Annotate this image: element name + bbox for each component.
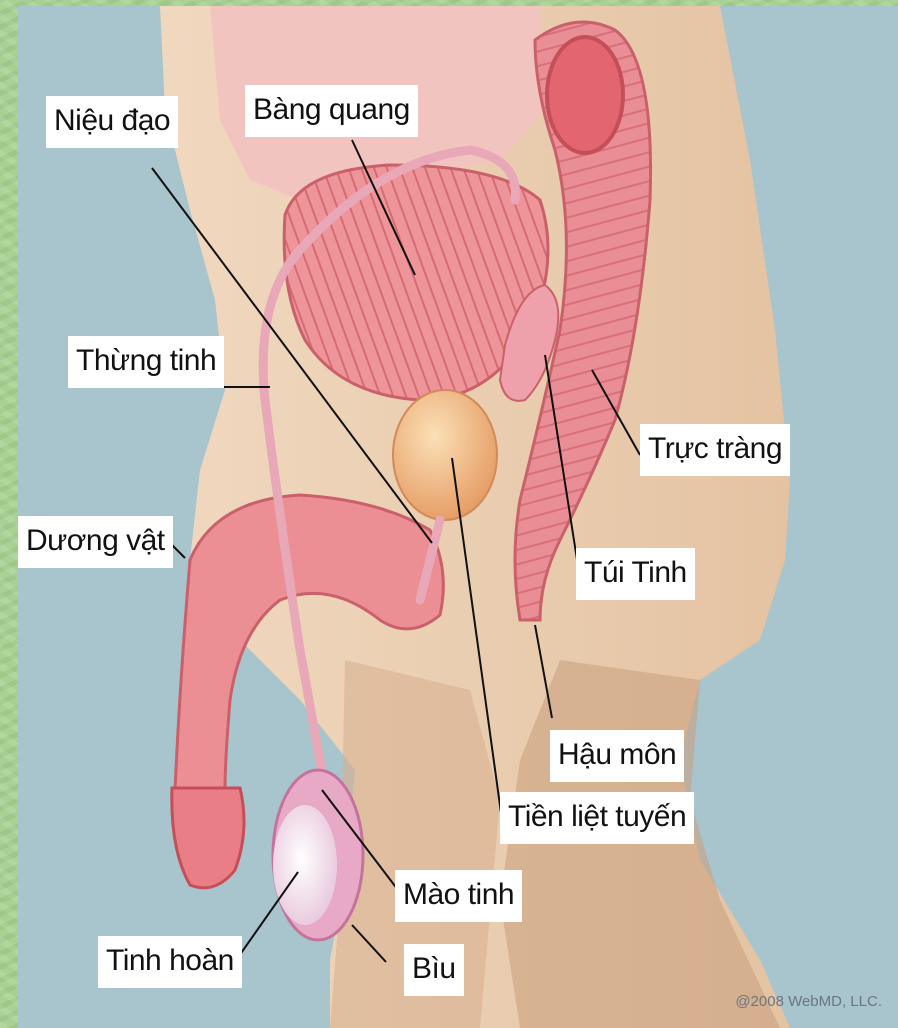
label-bladder: Bàng quang — [245, 85, 418, 137]
label-testicle: Tinh hoàn — [98, 936, 242, 988]
label-epididymis: Mào tinh — [395, 870, 522, 922]
testicle — [273, 805, 337, 925]
prostate — [393, 390, 497, 520]
label-prostate: Tiền liệt tuyến — [500, 792, 694, 844]
label-rectum: Trực tràng — [640, 424, 790, 476]
rectum-opening — [547, 37, 623, 153]
label-urethra: Niệu đạo — [46, 96, 178, 148]
copyright-notice: @2008 WebMD, LLC. — [735, 993, 882, 1010]
label-scrotum: Bìu — [404, 944, 464, 996]
label-vas-deferens: Thừng tinh — [68, 336, 224, 388]
label-penis: Dương vật — [18, 516, 173, 568]
label-seminal-vesicle: Túi Tinh — [576, 548, 695, 600]
label-anus: Hậu môn — [550, 730, 684, 782]
glans — [172, 788, 244, 888]
